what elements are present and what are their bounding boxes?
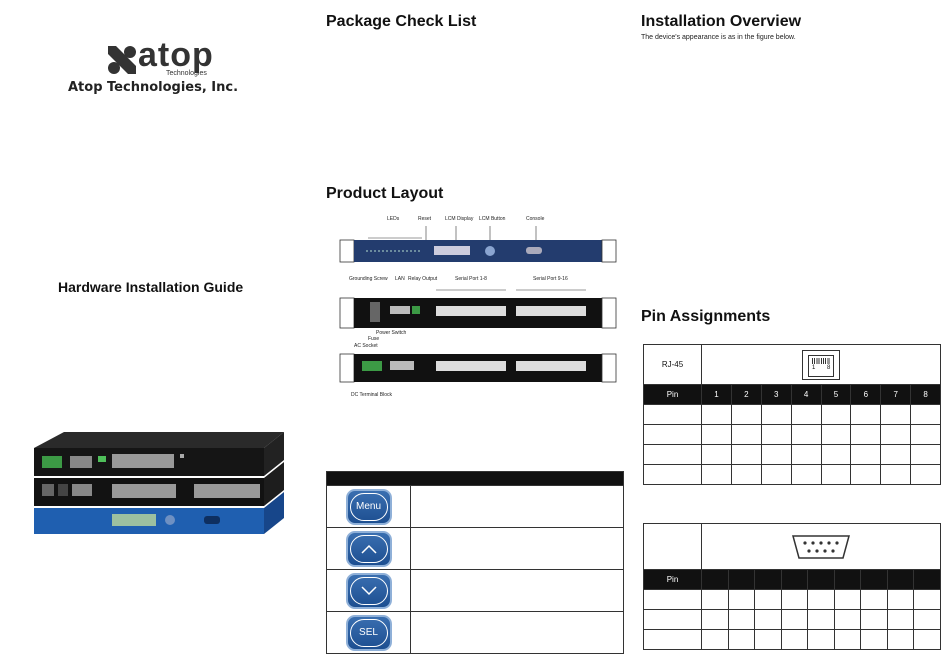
- rj45-jack-icon: 1 8: [802, 349, 840, 380]
- dc-panel-diagram: [339, 353, 617, 383]
- logo-wordmark: atop: [138, 36, 214, 74]
- company-name: Atop Technologies, Inc.: [68, 80, 239, 95]
- label-power-switch: Power Switch: [376, 330, 407, 336]
- rj45-header-row: RJ-45 1 8: [643, 344, 941, 385]
- table-row: [643, 404, 941, 425]
- db9-label-cell: [643, 523, 702, 570]
- rj45-pin-label: Pin: [643, 384, 702, 405]
- rj45-pin-8: 8: [910, 384, 941, 405]
- package-checklist-title: Package Check List: [326, 13, 477, 30]
- up-arrow-icon: [345, 530, 392, 567]
- label-reset: Reset: [418, 216, 432, 222]
- table-row: [643, 444, 941, 465]
- pin-assignments-title: Pin Assignments: [641, 308, 771, 325]
- installation-overview-title: Installation Overview: [641, 13, 802, 30]
- label-lan: LAN: [395, 276, 405, 282]
- button-row-down: [326, 569, 624, 612]
- db9-connector-icon: [792, 534, 850, 559]
- lcm-button-table: Menu SEL: [326, 471, 624, 654]
- rj45-pin-3: 3: [760, 384, 792, 405]
- label-serial-9-16: Serial Port 9-16: [533, 276, 568, 282]
- db9-header-row: [643, 523, 941, 570]
- label-dc-terminal-block: DC Terminal Block: [351, 392, 393, 398]
- installation-overview-text: The device's appearance is as in the fig…: [641, 34, 796, 41]
- down-arrow-icon: [345, 572, 392, 609]
- table-row: [643, 609, 941, 630]
- rj45-pin-4: 4: [790, 384, 822, 405]
- menu-button-label: Menu: [349, 492, 388, 521]
- guide-title: Hardware Installation Guide: [58, 279, 244, 295]
- label-fuse: Fuse: [368, 336, 380, 342]
- rj45-pin-2: 2: [730, 384, 762, 405]
- label-lcm-display: LCM Display: [445, 216, 474, 222]
- rj45-pin-6: 6: [850, 384, 882, 405]
- rj45-pin-5: 5: [820, 384, 852, 405]
- label-ac-socket: AC Socket: [354, 343, 378, 349]
- rj45-pin-7: 7: [880, 384, 912, 405]
- rj45-label: RJ-45: [643, 344, 702, 385]
- rj45-pin-table: RJ-45 1 8 Pin 1 2 3 4 5 6 7 8: [643, 344, 941, 485]
- rear-panel-diagram: Grounding Screw LAN Relay Output Serial …: [330, 272, 630, 352]
- atop-logo-mark: [108, 46, 136, 74]
- front-panel-diagram: LEDs Reset LCM Display LCM Button Consol…: [330, 214, 630, 270]
- table-row: [643, 424, 941, 445]
- button-row-sel: SEL: [326, 611, 624, 654]
- table-row: [643, 464, 941, 485]
- label-console: Console: [526, 216, 545, 222]
- device-stack-image: [34, 432, 284, 534]
- button-table-header: [326, 471, 624, 486]
- rj45-pin-1: 1: [701, 384, 732, 405]
- sel-button-label: SEL: [349, 618, 388, 647]
- table-row: [643, 629, 941, 650]
- label-leds: LEDs: [387, 216, 400, 222]
- db9-pin-table: Pin: [643, 523, 941, 650]
- rj45-jack-pin-right: 8: [827, 364, 831, 371]
- rj45-pin-row: Pin 1 2 3 4 5 6 7 8: [643, 384, 941, 405]
- label-serial-1-8: Serial Port 1-8: [455, 276, 487, 282]
- rj45-jack-pin-left: 1: [812, 364, 816, 371]
- logo-subtitle: Technologies: [166, 70, 207, 77]
- label-lcm-button: LCM Button: [479, 216, 506, 222]
- logo: atop Technologies: [104, 36, 224, 80]
- button-row-menu: Menu: [326, 485, 624, 528]
- product-layout-title: Product Layout: [326, 185, 444, 202]
- sel-button-icon: SEL: [345, 614, 392, 651]
- button-row-up: [326, 527, 624, 570]
- db9-pin-row: Pin: [643, 569, 941, 590]
- label-grounding-screw: Grounding Screw: [349, 276, 388, 282]
- db9-pin-label: Pin: [643, 569, 702, 590]
- menu-button-icon: Menu: [345, 488, 392, 525]
- table-row: [643, 589, 941, 610]
- label-relay-output: Relay Output: [408, 276, 438, 282]
